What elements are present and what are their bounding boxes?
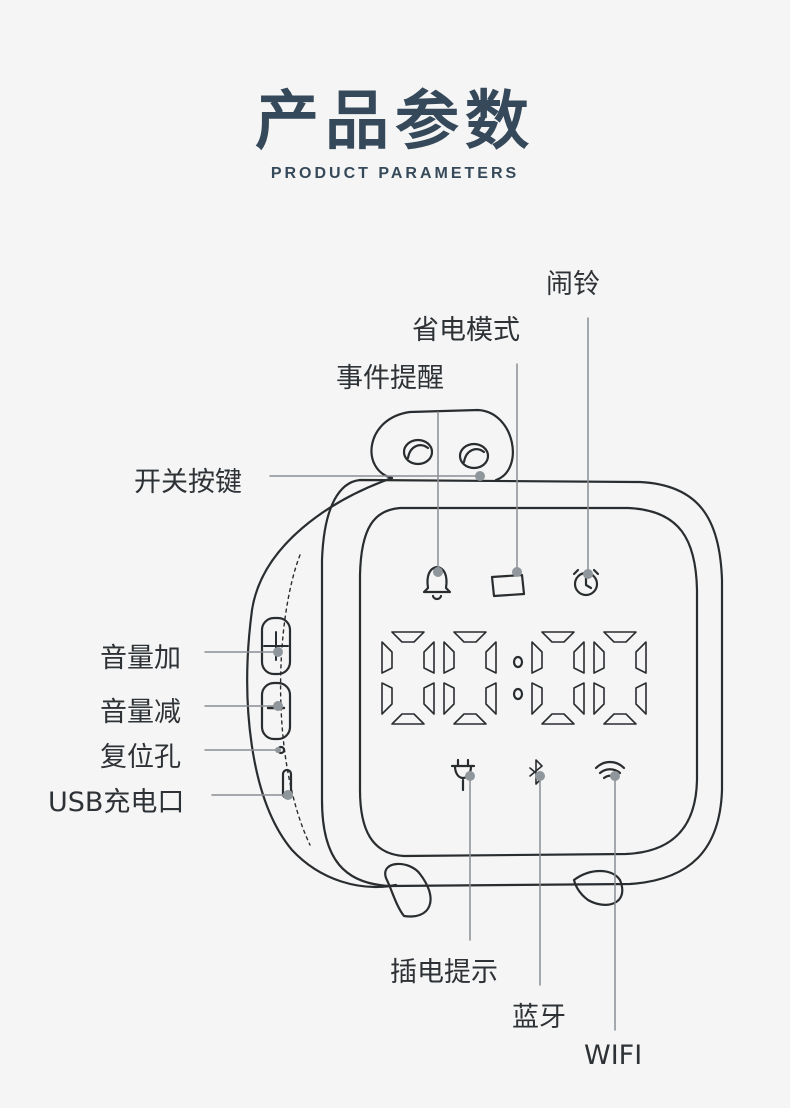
segment-c: [485, 682, 497, 715]
segment-b: [485, 641, 497, 674]
time-digit: [443, 631, 497, 725]
label-volume-up: 音量加: [100, 643, 181, 674]
segment-f: [593, 641, 605, 674]
segment-d: [453, 713, 487, 725]
page-subtitle: PRODUCT PARAMETERS: [270, 165, 520, 182]
label-usb-port: USB充电口: [48, 787, 185, 818]
label-alarm: 闹铃: [546, 269, 600, 300]
label-plug-indicator: 插电提示: [390, 957, 498, 988]
segment-e: [531, 682, 543, 715]
segment-c: [573, 682, 585, 715]
segment-e: [593, 682, 605, 715]
time-digit: [381, 631, 435, 725]
segment-f: [381, 641, 393, 674]
segment-f: [443, 641, 455, 674]
label-bluetooth: 蓝牙: [512, 1002, 566, 1033]
leader-lines: [204, 317, 616, 1031]
label-power-button: 开关按键: [134, 467, 242, 498]
time-display: [381, 631, 647, 725]
segment-a: [453, 631, 487, 643]
segment-b: [423, 641, 435, 674]
segment-c: [635, 682, 647, 715]
time-digit: [531, 631, 585, 725]
callout-dots: [273, 471, 620, 800]
segment-a: [541, 631, 575, 643]
time-colon: [512, 655, 524, 701]
segment-d: [603, 713, 637, 725]
segment-b: [573, 641, 585, 674]
segment-f: [531, 641, 543, 674]
time-digit: [593, 631, 647, 725]
segment-d: [391, 713, 425, 725]
page-title: 产品参数: [255, 85, 535, 159]
battery-icon: [490, 573, 526, 598]
label-reset-hole: 复位孔: [100, 742, 181, 773]
clock-body: [246, 476, 724, 918]
segment-a: [603, 631, 637, 643]
clock-ears: [370, 408, 514, 482]
label-volume-down: 音量减: [100, 697, 181, 728]
segment-e: [381, 682, 393, 715]
label-wifi: WIFI: [584, 1040, 643, 1071]
segment-d: [541, 713, 575, 725]
label-power-save: 省电模式: [412, 315, 520, 346]
segment-a: [391, 631, 425, 643]
segment-e: [443, 682, 455, 715]
label-event-reminder: 事件提醒: [336, 363, 444, 394]
segment-b: [635, 641, 647, 674]
plug-icon: [450, 758, 476, 792]
segment-c: [423, 682, 435, 715]
